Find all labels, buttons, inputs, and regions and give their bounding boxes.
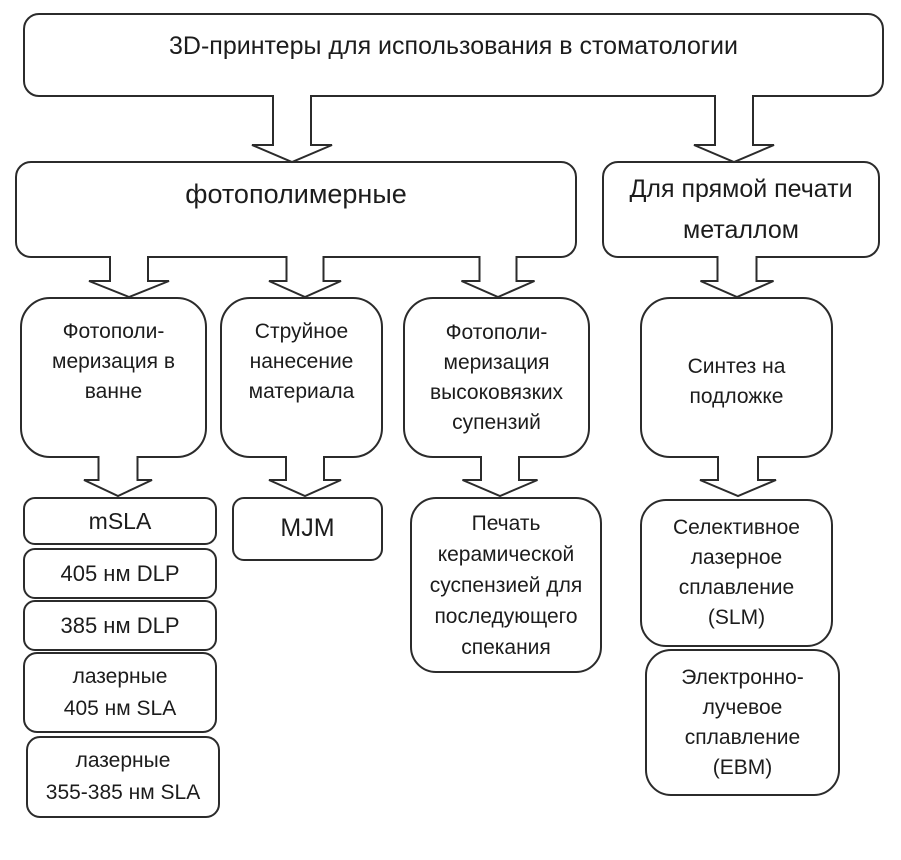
down-arrow (700, 256, 774, 299)
node-385nm-dlp: 385 нм DLP (23, 600, 217, 651)
node-direct-metal-printing: Для прямой печати металлом (602, 161, 880, 258)
node-substrate-synthesis: Синтез на подложке (640, 297, 833, 458)
node-ceramic-suspension-print: Печать керамической суспензией для после… (410, 497, 602, 673)
down-arrow (268, 456, 342, 498)
down-arrow (699, 456, 777, 498)
down-arrow (268, 256, 342, 299)
node-vat-photopolymerization: Фотополи- меризация в ванне (20, 297, 207, 458)
down-arrow (251, 95, 333, 164)
down-arrow (693, 95, 775, 164)
node-title-3d-printers: 3D-принтеры для использования в стоматол… (23, 13, 884, 97)
node-laser-405nm-sla: лазерные 405 нм SLA (23, 652, 217, 733)
node-material-jetting: Струйное нанесение материала (220, 297, 383, 458)
node-mjm: MJM (232, 497, 383, 561)
node-photopolymer: фотополимерные (15, 161, 577, 258)
node-viscous-photopolymerization: Фотополи- меризация высоковязких супензи… (403, 297, 590, 458)
node-slm: Селективное лазерное сплавление (SLM) (640, 499, 833, 647)
down-arrow (83, 456, 153, 498)
down-arrow (462, 456, 538, 498)
node-405nm-dlp: 405 нм DLP (23, 548, 217, 599)
down-arrow (461, 256, 535, 299)
down-arrow (88, 256, 170, 299)
node-laser-355-385nm-sla: лазерные 355-385 нм SLA (26, 736, 220, 818)
node-ebm: Электронно- лучевое сплавление (EBM) (645, 649, 840, 796)
node-msla: mSLA (23, 497, 217, 545)
